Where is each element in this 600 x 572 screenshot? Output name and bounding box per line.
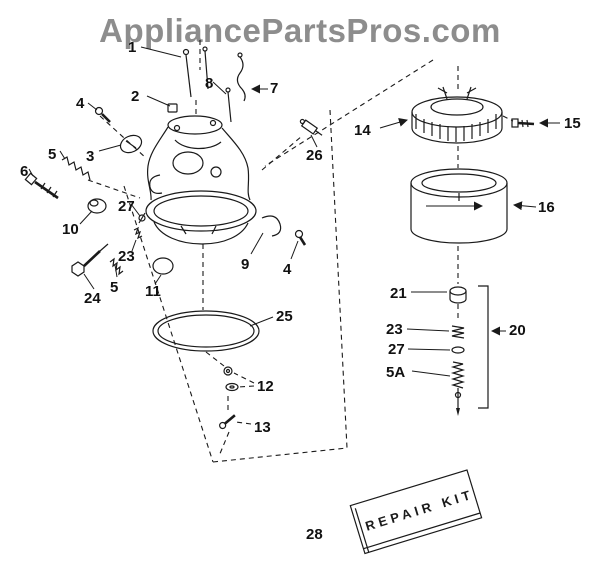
spring-5 [61,156,91,181]
part-label-24: 24 [84,290,101,307]
part-label-15: 15 [564,115,581,132]
part-label-4-right: 4 [283,261,292,278]
repair-kit-text: REPAIR KIT [364,486,476,533]
part-label-4-top: 4 [76,95,85,112]
air-filter-element [411,86,503,144]
part-label-21: 21 [390,285,407,302]
repair-kit-parts-column [449,285,489,416]
part-label-5-mid: 5 [110,279,119,296]
part-label-23: 23 [118,248,135,265]
part-label-2: 2 [131,88,140,105]
bracket-20 [478,285,489,409]
part-label-9: 9 [241,256,250,273]
screw-4-top [94,106,111,123]
bowl-gasket [152,310,260,352]
carburetor-body [145,115,257,245]
part-label-12: 12 [257,378,274,395]
needle-valve-24 [71,243,109,277]
part-label-20: 20 [509,322,526,339]
part-label-27-right: 27 [388,341,405,358]
part-label-28: 28 [306,526,323,543]
part-label-5: 5 [48,146,57,163]
spring-23-left [133,226,143,240]
part-label-27: 27 [118,198,135,215]
ring-11 [152,257,174,275]
repair-kit-book: REPAIR KIT [349,469,483,555]
part-label-6: 6 [20,163,29,180]
spring-5-mid [109,257,124,276]
part-label-5a: 5A [386,364,406,381]
part-label-7: 7 [270,80,279,97]
washer-27-left [138,212,146,224]
part-label-10: 10 [62,221,79,238]
clip-9 [261,215,282,237]
part-label-1: 1 [128,39,137,56]
part-label-8: 8 [205,75,214,92]
part-label-26: 26 [306,147,323,164]
throttle-clip [225,52,246,123]
watermark: AppliancePartsPros.com [99,12,501,49]
arrows [251,84,560,336]
choke-disc [119,134,143,154]
part-label-3: 3 [86,148,95,165]
screw-15 [511,118,535,128]
float-bowl [410,168,508,244]
part-label-16: 16 [538,199,555,216]
part-label-25: 25 [276,308,293,325]
construction-lines [87,40,514,463]
screw-13 [219,414,236,430]
part-label-14: 14 [354,122,371,139]
nozzle-26 [299,118,323,136]
bushing-10 [87,198,107,214]
part-label-11: 11 [145,283,161,300]
screw-4-right [294,229,307,246]
inlet-needle [167,46,209,113]
part-label-23-right: 23 [386,321,403,338]
nut-and-washer-12 [223,366,239,392]
screw-6 [24,172,59,200]
part-label-13: 13 [254,419,271,436]
leader-lines [28,46,451,425]
